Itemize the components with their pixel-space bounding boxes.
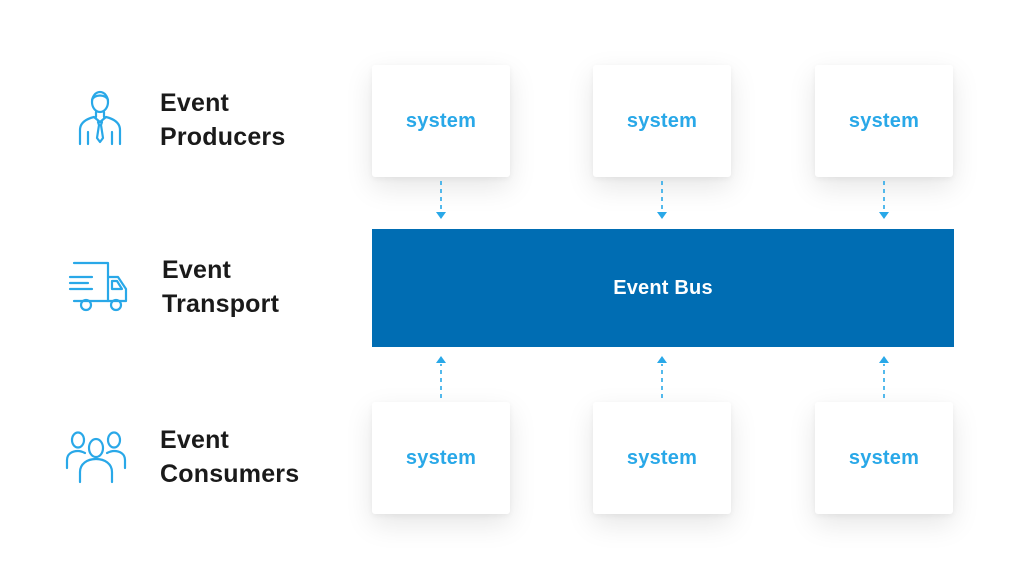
consumer-system-box-2: system — [593, 402, 731, 514]
transport-label-line2: Transport — [162, 290, 280, 318]
consumer-system-box-3: system — [815, 402, 953, 514]
consumer-arrowhead-3 — [879, 356, 889, 363]
consumer-arrowhead-2 — [657, 356, 667, 363]
producer-system-label-3: system — [848, 109, 920, 132]
producer-system-label-1: system — [405, 109, 477, 132]
event-bus-label: Event Bus — [613, 276, 713, 299]
event-bus: Event Bus — [372, 229, 954, 347]
person-tie-icon — [68, 86, 132, 150]
consumers-label-line2: Consumers — [160, 460, 300, 488]
people-group-icon — [64, 424, 128, 488]
transport-label: Event Transport — [162, 253, 279, 321]
producers-label-line2: Producers — [160, 123, 286, 151]
producers-label-line1: Event — [160, 89, 230, 117]
producer-system-label-2: system — [626, 109, 698, 132]
producer-system-box-1: system — [372, 65, 510, 177]
consumer-system-label-2: system — [626, 446, 698, 469]
delivery-truck-icon — [68, 255, 132, 319]
producer-arrowhead-3 — [879, 212, 889, 219]
consumer-arrowhead-1 — [436, 356, 446, 363]
producer-system-box-3: system — [815, 65, 953, 177]
transport-label-line1: Event — [162, 256, 232, 284]
producer-system-box-2: system — [593, 65, 731, 177]
producer-arrowhead-2 — [657, 212, 667, 219]
consumer-system-label-1: system — [405, 446, 477, 469]
consumers-label-line1: Event — [160, 426, 230, 454]
consumers-label: Event Consumers — [160, 423, 299, 491]
consumer-system-box-1: system — [372, 402, 510, 514]
consumer-system-label-3: system — [848, 446, 920, 469]
producer-arrowhead-1 — [436, 212, 446, 219]
producers-label: Event Producers — [160, 86, 285, 154]
